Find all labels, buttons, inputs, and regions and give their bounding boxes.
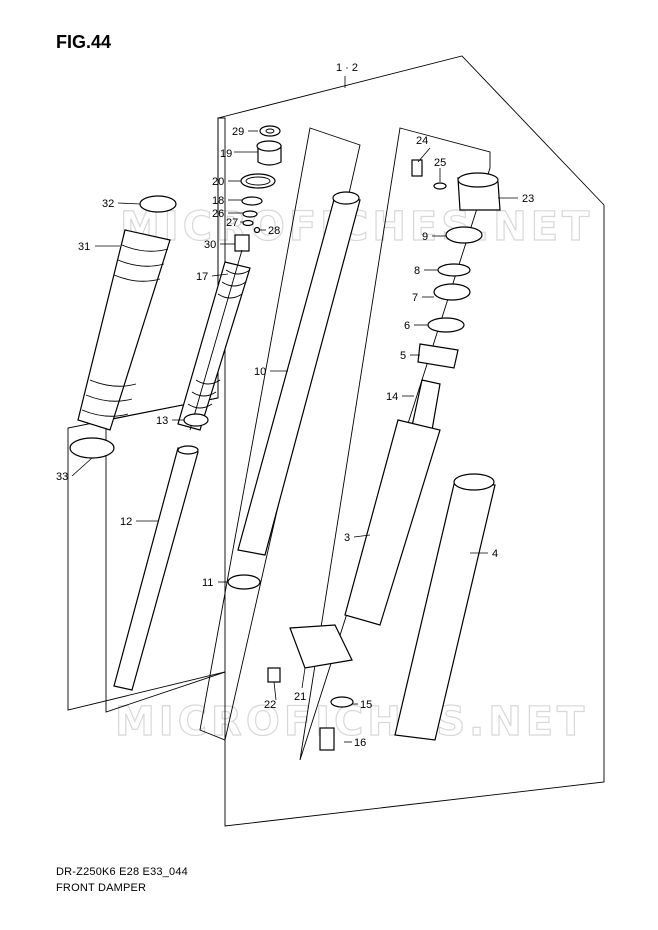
watermark-bottom: MICROFICHES.NET bbox=[115, 699, 588, 745]
bracket-21 bbox=[289, 624, 353, 669]
label-17: 17 bbox=[196, 271, 208, 283]
bracket-23-top bbox=[457, 172, 499, 188]
ring-26 bbox=[242, 210, 258, 218]
washer-29-hole bbox=[265, 128, 275, 134]
fork-tube-3 bbox=[344, 419, 441, 626]
clamp-33 bbox=[69, 437, 115, 459]
cap-bolt-19-top bbox=[256, 140, 282, 152]
washer-15 bbox=[330, 696, 354, 708]
label-3: 3 bbox=[344, 532, 350, 544]
footer-code: DR-Z250K6 E28 E33_044 bbox=[56, 866, 189, 878]
inner-tube-10-top bbox=[332, 191, 360, 205]
washer-6 bbox=[427, 317, 465, 333]
drain-bolt-16 bbox=[319, 727, 335, 751]
label-20: 20 bbox=[212, 176, 224, 188]
bushing-5 bbox=[417, 343, 459, 369]
label-6: 6 bbox=[404, 320, 410, 332]
outer-frame bbox=[299, 127, 491, 761]
fork-leg-4-top bbox=[453, 473, 495, 491]
label-21: 21 bbox=[294, 691, 306, 703]
label-22: 22 bbox=[264, 699, 276, 711]
label-28: 28 bbox=[268, 225, 280, 237]
washer-25 bbox=[433, 182, 447, 190]
rod-shaft bbox=[189, 249, 243, 431]
label-25: 25 bbox=[434, 157, 446, 169]
label-24: 24 bbox=[416, 135, 428, 147]
label-15: 15 bbox=[360, 699, 372, 711]
rod-14 bbox=[411, 379, 441, 431]
clamp-32 bbox=[139, 195, 177, 213]
label-12: 12 bbox=[120, 516, 132, 528]
label-7: 7 bbox=[412, 292, 418, 304]
seal-9 bbox=[445, 226, 483, 244]
label-19: 19 bbox=[220, 148, 232, 160]
boot-pleats bbox=[81, 244, 169, 417]
label-16: 16 bbox=[354, 737, 366, 749]
ring-8 bbox=[437, 263, 471, 277]
label-4: 4 bbox=[492, 548, 498, 560]
rod-frame bbox=[105, 117, 226, 713]
label-14: 14 bbox=[386, 391, 398, 403]
label-8: 8 bbox=[414, 265, 420, 277]
ring-13 bbox=[183, 413, 209, 427]
label-27: 27 bbox=[226, 217, 238, 229]
o-ring-20-inner bbox=[245, 176, 271, 186]
label-11: 11 bbox=[202, 577, 213, 589]
label-26: 26 bbox=[212, 208, 224, 220]
label-31: 31 bbox=[78, 241, 90, 253]
label-23: 23 bbox=[522, 193, 534, 205]
nut-30 bbox=[234, 234, 250, 252]
rod-spring-coils bbox=[187, 269, 251, 409]
label-18: 18 bbox=[212, 195, 224, 207]
bushing-11 bbox=[227, 574, 261, 590]
label-13: 13 bbox=[156, 415, 168, 427]
damper-cylinder-12 bbox=[113, 447, 199, 691]
dust-boot-31 bbox=[77, 229, 171, 431]
tube-frame bbox=[199, 127, 361, 741]
label-5: 5 bbox=[400, 350, 406, 362]
ring-27 bbox=[242, 219, 254, 227]
leader-lines bbox=[71, 130, 518, 743]
bolt-24 bbox=[411, 159, 423, 177]
label-9: 9 bbox=[422, 231, 428, 243]
figure-title: FIG.44 bbox=[56, 32, 112, 52]
footer-name: FRONT DAMPER bbox=[56, 882, 147, 894]
label-30: 30 bbox=[204, 239, 216, 251]
label-29: 29 bbox=[232, 126, 244, 138]
ring-18 bbox=[241, 196, 263, 206]
oil-seal-7 bbox=[433, 283, 471, 301]
ball-28 bbox=[253, 226, 261, 234]
label-32: 32 bbox=[102, 198, 114, 210]
label-10: 10 bbox=[254, 366, 266, 378]
assembly-label: 1 · 2 bbox=[336, 62, 358, 74]
washer-29 bbox=[259, 125, 281, 137]
label-33: 33 bbox=[56, 471, 68, 483]
damper-cylinder-12-top bbox=[177, 445, 199, 455]
nut-22 bbox=[267, 667, 281, 683]
